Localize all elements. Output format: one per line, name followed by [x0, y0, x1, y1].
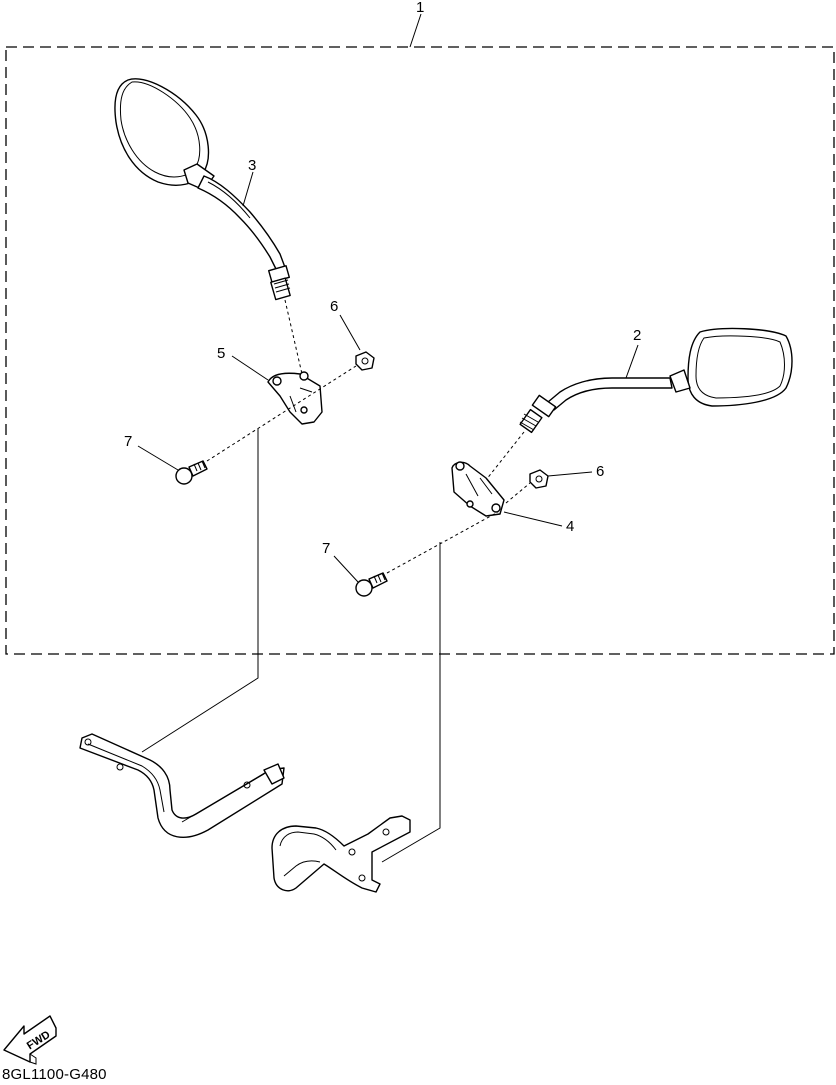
leader-6b [547, 471, 593, 477]
callout-6a: 6 [330, 298, 338, 315]
callout-4: 4 [566, 518, 574, 535]
leader-2 [625, 344, 639, 379]
callout-3: 3 [248, 157, 256, 174]
left-handlebar-mount [79, 733, 285, 838]
callout-6b: 6 [596, 463, 604, 480]
right-attach-line [381, 542, 441, 863]
left-nut [355, 351, 375, 371]
callout-1: 1 [416, 0, 424, 16]
fwd-arrow-icon: FWD [3, 1015, 57, 1065]
right-mirror [519, 327, 793, 434]
right-bolt [355, 572, 388, 597]
leader-5 [231, 355, 269, 381]
leader-4 [503, 511, 563, 527]
leader-6a [339, 314, 361, 351]
leader-1 [409, 13, 422, 48]
left-bolt [175, 460, 208, 485]
leader-7b [333, 555, 359, 583]
right-nut [529, 469, 549, 489]
leader-3 [242, 171, 254, 207]
callout-2: 2 [633, 327, 641, 344]
callout-5: 5 [217, 345, 225, 362]
left-bracket [267, 371, 323, 425]
right-handlebar-mount [271, 815, 411, 893]
right-bracket [451, 461, 505, 517]
leader-7a [137, 445, 179, 471]
callout-7a: 7 [124, 433, 132, 450]
callout-7b: 7 [322, 540, 330, 557]
assembly-group-box [5, 46, 835, 655]
left-attach-line [141, 428, 259, 753]
left-mirror [114, 78, 291, 301]
diagram-reference-code: 8GL1100-G480 [2, 1066, 107, 1083]
